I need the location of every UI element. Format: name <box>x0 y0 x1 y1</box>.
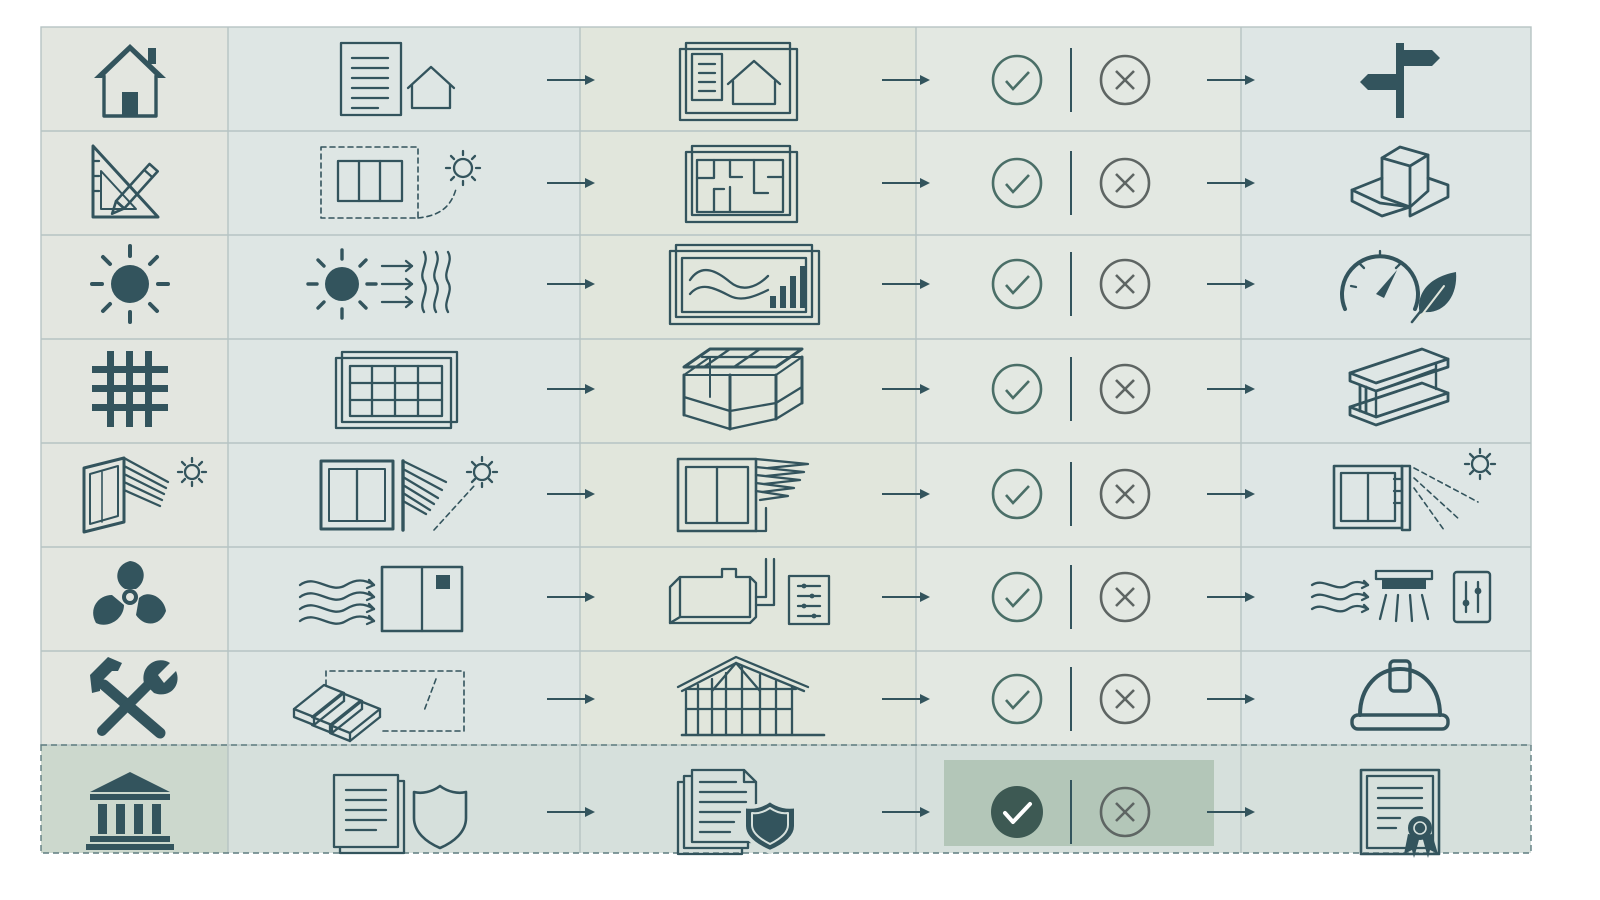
row-permit <box>86 768 1441 858</box>
row-construction <box>90 655 1450 743</box>
airflow-panel-icon <box>298 565 464 633</box>
decision-group <box>991 252 1151 316</box>
steel-beam-icon <box>1348 347 1450 427</box>
sketch-sun-orientation-icon <box>320 146 482 219</box>
sun-icon <box>90 244 170 324</box>
grid-icon <box>92 351 168 427</box>
highlight-decision-cell <box>944 760 1214 846</box>
window-louvre-icon <box>676 457 810 533</box>
column-output <box>580 27 916 853</box>
window-shade-sun-icon <box>1332 447 1497 532</box>
row-site <box>94 41 1440 122</box>
decision-group <box>991 565 1151 629</box>
set-square-pencil-icon <box>91 144 160 219</box>
window-sunrays-icon <box>82 456 208 534</box>
building-volume-icon <box>1350 145 1450 218</box>
energy-chart-drawing-icon <box>668 243 821 326</box>
house-icon <box>94 44 166 118</box>
column-category <box>41 27 228 853</box>
sun-heat-flow-icon <box>306 248 451 320</box>
gauge-leaf-icon <box>1340 249 1457 324</box>
document-shield-icon <box>332 773 468 855</box>
hammer-wrench-icon <box>90 657 178 739</box>
row-structure <box>92 347 1450 431</box>
decision-group <box>991 357 1151 421</box>
fan-icon <box>93 561 166 625</box>
decision-group <box>991 48 1151 112</box>
timber-frame-house-icon <box>676 655 826 737</box>
window-shading-sun-icon <box>319 455 499 532</box>
column-decision <box>916 27 1241 853</box>
row-energy <box>90 243 1457 326</box>
document-house-icon <box>339 41 456 117</box>
decision-group <box>991 780 1151 844</box>
airflow-diffuser-controls-icon <box>1310 569 1492 624</box>
check-circle-filled-icon[interactable] <box>991 786 1043 838</box>
hvac-unit-controls-icon <box>668 557 831 626</box>
decision-group <box>991 151 1151 215</box>
timber-beams-icon <box>292 670 465 743</box>
row-glazing <box>82 447 1497 534</box>
signpost-icon <box>1360 43 1440 118</box>
structural-grid-sheet-icon <box>334 350 459 430</box>
column-input <box>228 27 580 853</box>
highlight-row-border <box>40 744 1532 854</box>
decision-group <box>991 667 1151 731</box>
floor-plan-drawing-icon <box>684 144 799 224</box>
hard-hat-icon <box>1350 659 1450 731</box>
row-design <box>91 144 1450 224</box>
decision-group <box>991 462 1151 526</box>
frame-structure-icon <box>682 347 804 431</box>
certificate-icon <box>1359 768 1441 858</box>
row-ventilation <box>93 557 1492 633</box>
government-building-icon <box>86 772 174 850</box>
matrix-background <box>41 27 1531 853</box>
grid-lines <box>40 26 1532 853</box>
site-plan-drawing-icon <box>678 41 799 122</box>
documents-shield-icon <box>676 768 798 856</box>
